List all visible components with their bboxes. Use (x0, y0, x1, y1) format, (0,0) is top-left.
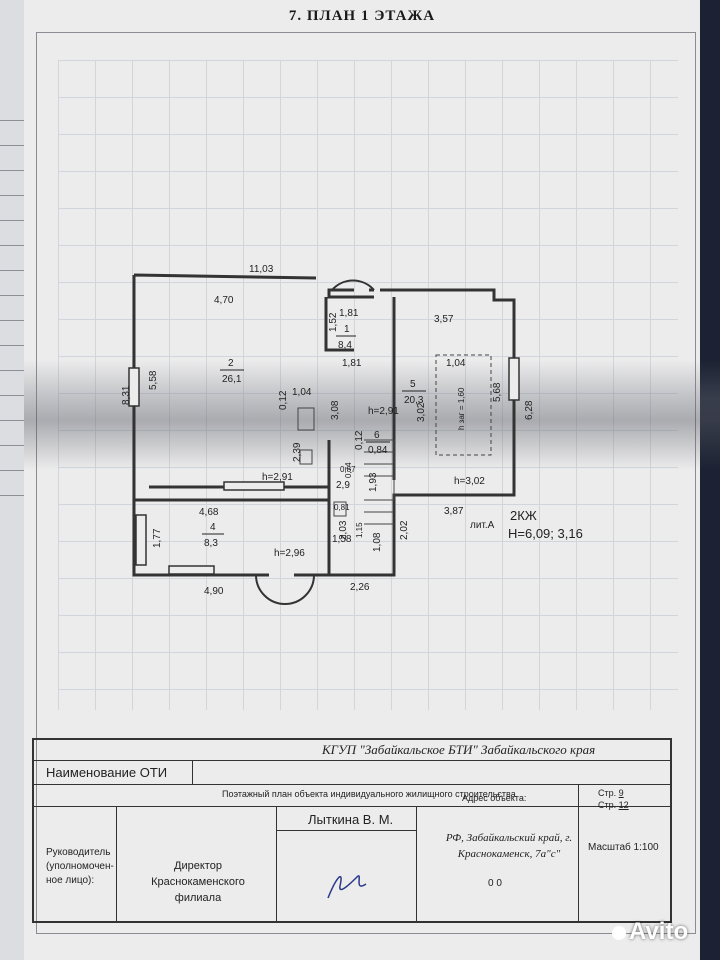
dim-202: 2,02 (399, 520, 410, 540)
wall-outline (132, 273, 516, 577)
dim-470: 4,70 (214, 295, 234, 306)
window-left (128, 367, 140, 407)
svg-text:8,3: 8,3 (204, 538, 218, 549)
dim-387: 3,87 (444, 506, 464, 517)
svg-text:4: 4 (210, 522, 216, 533)
window-room4-left (135, 514, 147, 566)
lit-code: 2КЖ (510, 508, 537, 523)
height-stair: h заг = 1,60 (457, 387, 466, 430)
sink (297, 407, 315, 431)
signer-name: Лыткина В. М. (308, 812, 394, 827)
dim-558: 5,58 (148, 370, 159, 390)
svg-text:20,3: 20,3 (404, 395, 424, 406)
dim-left-height: 8,31 (121, 385, 132, 405)
room-2: 2 26,1 (220, 358, 244, 385)
dim-bottom-left: 4,90 (204, 586, 224, 597)
stair-box (435, 354, 492, 456)
dim-top-width: 11,03 (249, 264, 274, 275)
head-label: Руководитель (уполномочен- ное лицо): (46, 847, 114, 886)
dim-152: 1,52 (328, 312, 339, 332)
window-room2-bottom (223, 481, 285, 491)
svg-text:2,9: 2,9 (336, 480, 350, 491)
dim-012b: 0,12 (354, 430, 365, 450)
dim-177: 1,77 (152, 528, 163, 548)
room-1: 1 8,4 (336, 324, 356, 351)
dim-181b: 1,81 (342, 358, 362, 369)
room-5: 5 20,3 (402, 379, 426, 406)
position: Директор Краснокаменского филиала (151, 860, 245, 904)
floor-plan: 11,03 4,70 1,81 3,57 1,52 8,31 5,58 1,81… (121, 264, 583, 605)
dim-239: 2,39 (292, 442, 303, 462)
page-label: Стр. 9 (598, 788, 624, 798)
signature-scribble (327, 875, 367, 899)
bay-window-top (331, 279, 375, 291)
height-room1: h=2,91 (368, 406, 399, 417)
pages-num: 12 (618, 800, 629, 810)
dim-right-height: 6,28 (524, 400, 535, 420)
code-line: 0 0 (488, 878, 502, 889)
dim-468: 4,68 (199, 507, 219, 518)
title-block: КГУП "Забайкальское БТИ" Забайкальского … (32, 738, 672, 923)
svg-text:0,84: 0,84 (368, 445, 388, 456)
height-room2: h=2,91 (262, 472, 293, 483)
room-4: 4 8,3 (202, 522, 224, 549)
page-num: 9 (618, 788, 624, 798)
room-3: 2,9 (336, 480, 350, 491)
stairs-lower (364, 499, 394, 525)
dim-074: 0,74 (344, 462, 353, 478)
org-name: КГУП "Забайкальское БТИ" Забайкальского … (322, 742, 596, 757)
stove (299, 449, 313, 465)
pages-label: Стр. 12 (598, 800, 629, 810)
oti-value: Поэтажный план объекта индивидуального ж… (222, 789, 516, 799)
dim-087: 0,87 (340, 465, 356, 474)
dim-115: 1,15 (355, 522, 364, 538)
svg-text:5: 5 (410, 379, 416, 390)
dim-108: 1,08 (372, 532, 383, 552)
svg-text:1: 1 (344, 324, 350, 335)
dim-104a: 1,04 (446, 358, 466, 369)
dim-012a: 0,12 (278, 390, 289, 410)
lit-label: лит.А (470, 520, 495, 531)
height-room5: h=3,02 (454, 476, 485, 487)
toilet (333, 501, 347, 517)
avito-watermark: Avito (612, 918, 688, 946)
svg-text:6: 6 (374, 430, 380, 441)
graph-paper-grid (58, 60, 678, 710)
window-right (508, 357, 520, 401)
page-frame (36, 32, 696, 934)
address: РФ, Забайкальский край, г. Краснокаменск… (445, 832, 573, 860)
dim-193: 1,93 (368, 472, 379, 492)
dim-203: 2,03 (338, 520, 349, 540)
stairs (364, 439, 395, 500)
oti-label: Наименование ОТИ (46, 765, 168, 780)
dim-bottom-mid: 2,26 (350, 582, 370, 593)
dim-081: 0,81 (334, 503, 350, 512)
scale: Масштаб 1:100 (588, 842, 659, 853)
window-room4-bottom (168, 565, 215, 575)
document-page: 7. ПЛАН 1 ЭТАЖА (24, 0, 720, 960)
svg-text:8,4: 8,4 (338, 340, 352, 351)
address-label: Адрес объекта: (462, 793, 527, 803)
dim-104b: 1,04 (292, 387, 312, 398)
dim-357: 3,57 (434, 314, 454, 325)
bay-window-bottom (255, 574, 315, 605)
page-title: 7. ПЛАН 1 ЭТАЖА (288, 8, 436, 24)
dim-302: 3,02 (416, 402, 427, 422)
svg-text:2: 2 (228, 358, 234, 369)
dim-181a: 1,81 (339, 308, 359, 319)
dim-158: 1,58 (332, 534, 352, 545)
dim-568: 5,68 (492, 382, 503, 402)
dim-308: 3,08 (330, 400, 341, 420)
svg-text:26,1: 26,1 (222, 374, 242, 385)
lit-height: Н=6,09; 3,16 (508, 526, 583, 541)
height-room4: h=2,96 (274, 548, 305, 559)
wall-room1-left (324, 297, 354, 352)
room-6: 6 0,84 (366, 430, 390, 456)
